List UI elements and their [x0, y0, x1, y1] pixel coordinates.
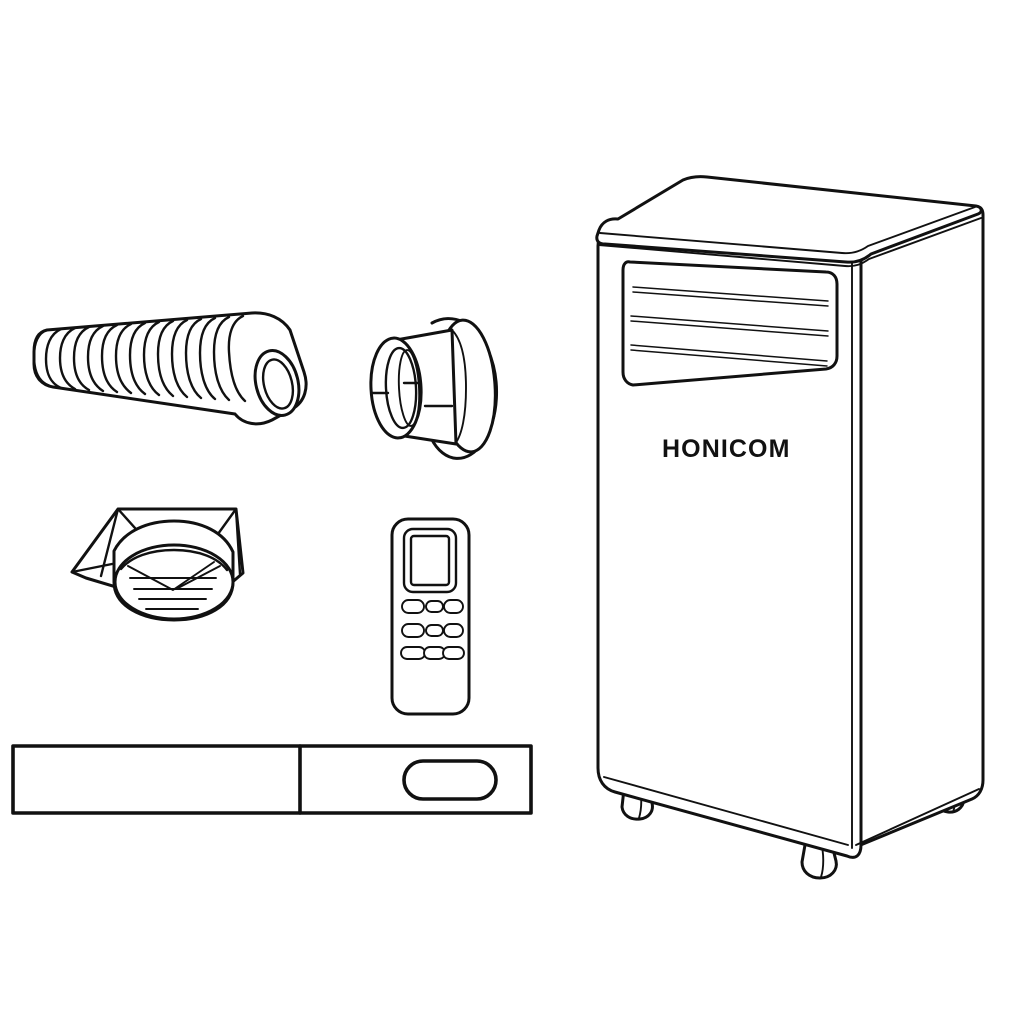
adapter-front-ring-outer: [369, 336, 423, 440]
adapter-tick-marks: [370, 381, 454, 408]
window-exhaust-nozzle: [70, 507, 245, 622]
hose-adapter: [369, 317, 498, 460]
remote-button[interactable]: [425, 624, 444, 637]
remote-button[interactable]: [443, 599, 464, 614]
ac-base-skirt-line-right: [855, 788, 980, 846]
adapter-front-ring-inner: [384, 346, 418, 430]
remote-control: [390, 517, 471, 716]
remote-button[interactable]: [401, 599, 425, 614]
exhaust-hose: [32, 311, 308, 426]
remote-button[interactable]: [442, 646, 465, 660]
slider-port-cutout: [402, 759, 498, 801]
nozzle-louvers: [129, 577, 217, 610]
ac-base-skirt-line: [603, 776, 849, 846]
hose-corrugation-ribs: [44, 315, 231, 402]
remote-screen: [409, 534, 451, 587]
nozzle-inner-vane: [127, 561, 221, 591]
ac-right-side-panel: [844, 205, 985, 853]
window-slider-kit: [11, 744, 533, 815]
remote-button-grid: [400, 599, 465, 660]
air-conditioner-unit: HONICOM: [595, 175, 985, 880]
hose-section-divider: [227, 314, 247, 403]
hose-left-cap: [32, 328, 52, 388]
nozzle-duct-opening: [113, 543, 235, 621]
adapter-inner-lip: [397, 349, 421, 427]
remote-button[interactable]: [423, 646, 446, 660]
hose-open-end-bore: [261, 358, 295, 410]
remote-button[interactable]: [443, 623, 464, 638]
brand-wordmark: HONICOM: [662, 435, 791, 463]
adapter-flange-seam: [451, 329, 467, 445]
remote-button[interactable]: [401, 623, 425, 638]
nozzle-duct-inner-lip: [119, 548, 229, 572]
ac-top-rim-line: [599, 206, 976, 255]
remote-button[interactable]: [400, 646, 426, 660]
remote-button[interactable]: [425, 600, 444, 613]
ac-cabinet-seam-line: [598, 217, 982, 268]
ac-grille-slats: [630, 286, 829, 367]
